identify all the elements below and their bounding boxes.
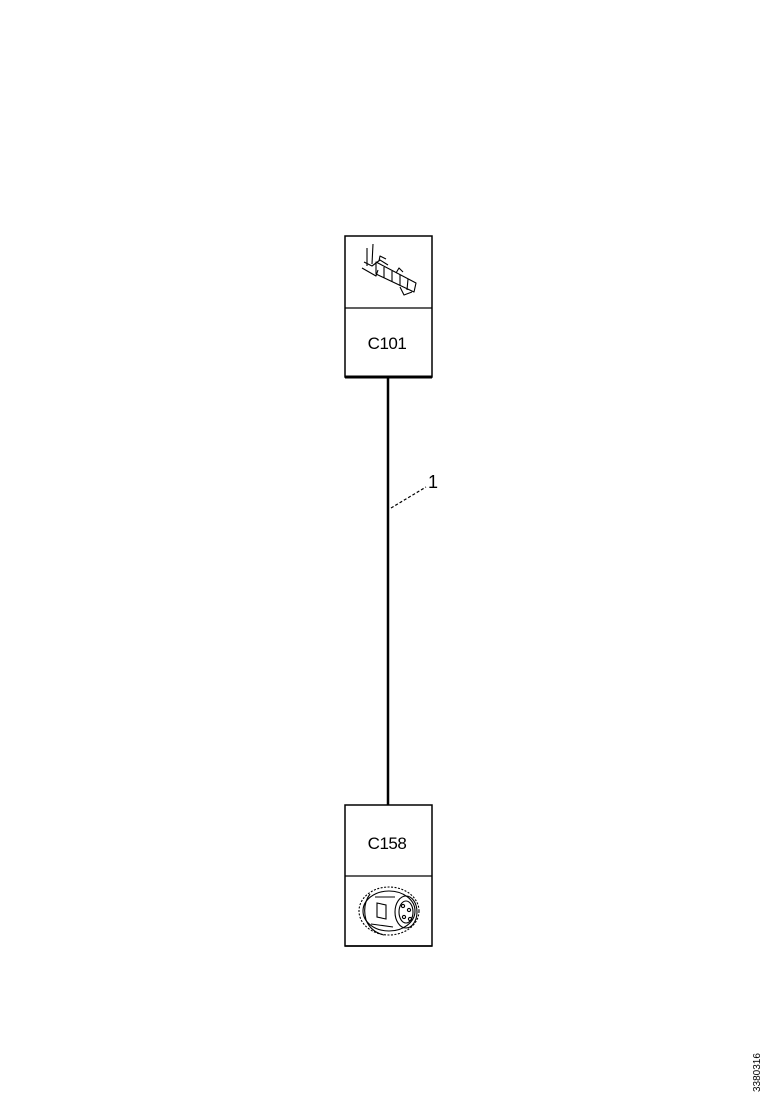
terminal-connector-icon xyxy=(361,243,417,296)
figure-id: 3380316 xyxy=(752,1053,763,1092)
connector-c158: C158 xyxy=(344,804,433,947)
callout-leader xyxy=(390,486,427,509)
round-connector-icon xyxy=(358,886,420,936)
connector-c158-label: C158 xyxy=(368,834,407,853)
connector-c101: C101 xyxy=(344,235,433,379)
connector-c101-label: C101 xyxy=(368,334,407,353)
wire-callout-label: 1 xyxy=(428,472,438,492)
